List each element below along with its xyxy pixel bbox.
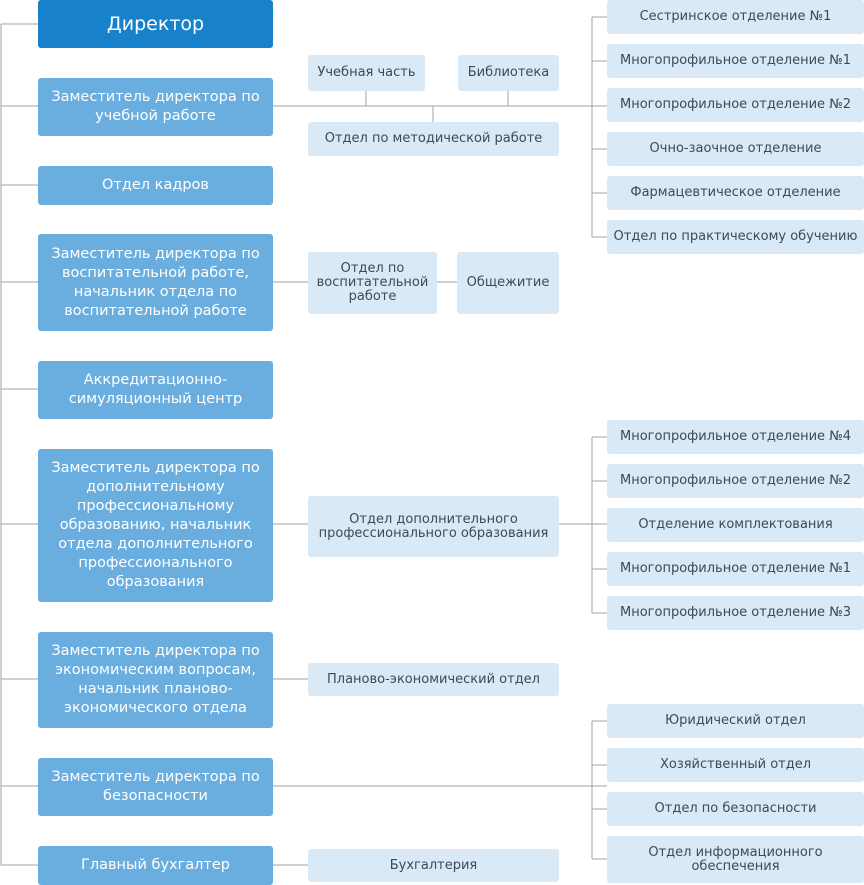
- edu-branch-box: Фармацевтическое отделение: [607, 176, 864, 210]
- study-part-label: Учебная часть: [317, 65, 416, 80]
- chief-accountant-label: Главный бухгалтер: [81, 857, 230, 873]
- edu-branch-label: Сестринское отделение №1: [639, 9, 832, 24]
- deputy-dpo-label: Заместитель директора по дополнительному…: [51, 460, 260, 590]
- library-label: Библиотека: [467, 65, 550, 80]
- deputy-upbringing-label: Заместитель директора по воспитательной …: [51, 245, 260, 319]
- deputy-econ-box: Заместитель директора по экономическим в…: [38, 632, 273, 728]
- accreditation-box: Аккредитационно-симуляционный центр: [38, 361, 273, 419]
- planning-dept-label: Планово-экономический отдел: [327, 671, 540, 687]
- director-box: Директор: [38, 0, 273, 48]
- deputy-dpo-box: Заместитель директора по дополнительному…: [38, 449, 273, 602]
- edu-branch-label: Очно-заочное отделение: [649, 141, 822, 156]
- dormitory-box: Общежитие: [457, 252, 559, 314]
- security-branch-box: Юридический отдел: [607, 704, 864, 738]
- security-branch-label: Отдел по безопасности: [654, 801, 817, 816]
- dpo-branch-label: Многопрофильное отделение №4: [620, 429, 851, 444]
- dpo-branch-box: Отделение комплектования: [607, 508, 864, 542]
- dormitory-label: Общежитие: [466, 275, 550, 290]
- dpo-dept-box: Отдел дополнительного профессионального …: [308, 496, 559, 557]
- edu-branch-label: Многопрофильное отделение №1: [620, 53, 851, 68]
- dpo-branch-label: Отделение комплектования: [638, 517, 833, 532]
- security-branch-label: Отдел информационного обеспечения: [648, 844, 823, 874]
- hr-box: Отдел кадров: [38, 166, 273, 205]
- chief-accountant-box: Главный бухгалтер: [38, 846, 273, 885]
- planning-dept-box: Планово-экономический отдел: [308, 663, 559, 696]
- dpo-branch-label: Многопрофильное отделение №2: [620, 473, 851, 488]
- security-branch-label: Хозяйственный отдел: [659, 757, 812, 772]
- edu-branch-box: Многопрофильное отделение №1: [607, 44, 864, 78]
- upbringing-dept-label: Отдел по воспитательной работе: [316, 261, 429, 304]
- dpo-branch-box: Многопрофильное отделение №1: [607, 552, 864, 586]
- dpo-branch-box: Многопрофильное отделение №3: [607, 596, 864, 630]
- dpo-branch-box: Многопрофильное отделение №4: [607, 420, 864, 454]
- methodical-box: Отдел по методической работе: [308, 122, 559, 156]
- library-box: Библиотека: [458, 55, 559, 91]
- edu-branch-box: Многопрофильное отделение №2: [607, 88, 864, 122]
- deputy-econ-label: Заместитель директора по экономическим в…: [51, 643, 260, 716]
- dpo-branch-label: Многопрофильное отделение №1: [620, 561, 851, 576]
- security-branch-box: Отдел информационного обеспечения: [607, 836, 864, 883]
- edu-branch-label: Фармацевтическое отделение: [630, 185, 841, 200]
- accounting-label: Бухгалтерия: [389, 857, 478, 873]
- upbringing-dept-box: Отдел по воспитательной работе: [308, 252, 437, 314]
- dpo-dept-label: Отдел дополнительного профессионального …: [318, 511, 549, 541]
- hr-label: Отдел кадров: [102, 177, 209, 193]
- security-branch-label: Юридический отдел: [665, 713, 806, 728]
- edu-branch-label: Отдел по практическому обучению: [613, 229, 858, 244]
- edu-branch-box: Очно-заочное отделение: [607, 132, 864, 166]
- dpo-branch-label: Многопрофильное отделение №3: [620, 605, 851, 620]
- methodical-label: Отдел по методической работе: [324, 131, 543, 146]
- security-branch-box: Отдел по безопасности: [607, 792, 864, 826]
- dpo-branch-box: Многопрофильное отделение №2: [607, 464, 864, 498]
- security-branch-box: Хозяйственный отдел: [607, 748, 864, 782]
- deputy-edu-box: Заместитель директора по учебной работе: [38, 78, 273, 136]
- study-part-box: Учебная часть: [308, 55, 425, 91]
- deputy-security-label: Заместитель директора по безопасности: [51, 769, 260, 804]
- accounting-box: Бухгалтерия: [308, 849, 559, 882]
- edu-branch-box: Сестринское отделение №1: [607, 0, 864, 34]
- deputy-edu-label: Заместитель директора по учебной работе: [51, 89, 260, 124]
- accreditation-label: Аккредитационно-симуляционный центр: [68, 372, 243, 407]
- deputy-upbringing-box: Заместитель директора по воспитательной …: [38, 234, 273, 331]
- edu-branch-box: Отдел по практическому обучению: [607, 220, 864, 254]
- director-label: Директор: [106, 13, 205, 35]
- edu-branch-label: Многопрофильное отделение №2: [620, 97, 851, 112]
- deputy-security-box: Заместитель директора по безопасности: [38, 758, 273, 816]
